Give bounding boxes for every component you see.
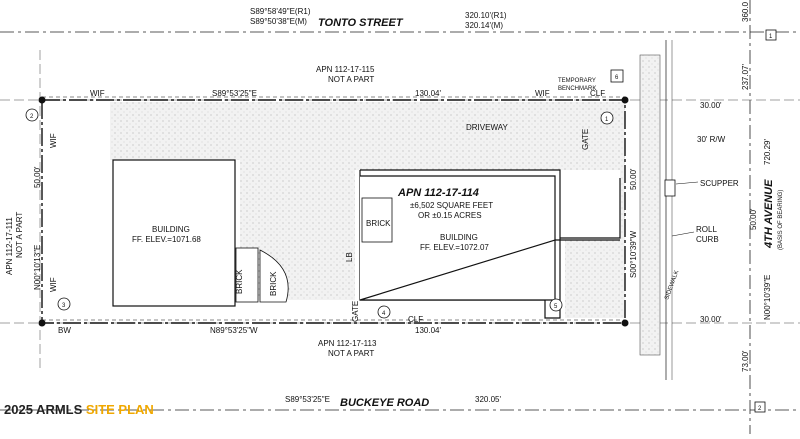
footer-brand: 2025 ARMLS SITE PLAN <box>4 402 154 417</box>
dist-south-road: 320.05' <box>475 395 501 404</box>
brick-wall-west <box>235 247 259 303</box>
driveway-pavement <box>110 102 625 318</box>
bearing-east-road: N00°10'39"E <box>763 275 772 320</box>
roll-curb-1: ROLL <box>696 225 717 234</box>
point-label-2: 2 <box>30 114 34 120</box>
point-bubble-4 <box>377 305 391 319</box>
point-bubble-3 <box>57 297 71 311</box>
subject-area-sqft: ±6,502 SQUARE FEET <box>410 201 493 210</box>
sidewalk-strip <box>639 54 661 356</box>
dist-lot-south: 130.04' <box>415 326 441 335</box>
clf-label-north: CLF <box>590 89 605 98</box>
point-bubble-5 <box>549 298 563 312</box>
point-label-3: 3 <box>62 303 66 309</box>
street-name-south: BUCKEYE ROAD <box>340 397 429 409</box>
footer-site-plan: SITE PLAN <box>85 402 154 417</box>
point-bubble-2 <box>25 108 39 122</box>
vert-50: 50.00' <box>749 208 758 230</box>
sidewalk-label: SIDEWALK <box>664 270 680 301</box>
wif-label-west: WIF <box>49 133 58 148</box>
brick-enclosure-east <box>361 197 393 243</box>
scupper-label: SCUPPER <box>700 179 739 188</box>
point-label-4: 4 <box>382 311 386 317</box>
sheet-ref-top <box>765 29 777 41</box>
scupper-marker <box>664 179 676 197</box>
dist-lot-north: 130.04' <box>415 89 441 98</box>
gate-label-north: GATE <box>581 129 590 150</box>
building-east-label: BUILDING <box>440 233 478 242</box>
roll-curb-2: CURB <box>696 235 719 244</box>
temp-bm-2: BENCHMARK <box>558 86 596 92</box>
clf-label-south: CLF <box>408 315 423 324</box>
bearing-north-m: S89°50'38"E(M) <box>250 17 307 26</box>
footer-prefix: 2025 ARMLS <box>4 402 83 417</box>
bearing-lot-east: S00°10'39"W <box>629 230 638 278</box>
dist-lot-west: 50.00' <box>33 166 42 188</box>
point-bubble-1 <box>600 111 614 125</box>
bearing-south-road: S89°53'25"E <box>285 395 330 404</box>
driveway-label: DRIVEWAY <box>466 123 508 132</box>
rw-top: 30.00' <box>700 101 722 110</box>
dist-north-r1: 320.10'(R1) <box>465 11 507 20</box>
ff-west-label: FF. ELEV.=1071.68 <box>132 235 201 244</box>
gate-label-south: GATE <box>351 301 360 322</box>
subject-area-acres: OR ±0.15 ACRES <box>418 211 482 220</box>
dist-east-top: 360.0 <box>741 1 750 22</box>
west-note: NOT A PART <box>15 212 24 258</box>
lot-boundary <box>41 99 626 324</box>
rw-mid: 30' R/W <box>697 135 726 144</box>
bearing-north-r1: S89°58'49"E(R1) <box>250 7 311 16</box>
bw-label: BW <box>58 326 71 335</box>
north-apn: APN 112-17-115 <box>316 65 375 74</box>
bearing-lot-south: N89°53'25"W <box>210 326 258 335</box>
bearing-lot-north: S89°53'25"E <box>212 89 257 98</box>
south-apn: APN 112-17-113 <box>318 339 377 348</box>
bearing-lot-west: N00°10'13"E <box>33 245 42 290</box>
point-label-5: 5 <box>554 304 558 310</box>
svg-text:2: 2 <box>758 406 762 412</box>
point-label-1: 1 <box>605 117 609 123</box>
brick-planter <box>259 249 289 303</box>
svg-text:1: 1 <box>769 34 773 40</box>
lb-label: LB <box>345 252 354 262</box>
temp-bm-1: TEMPORARY <box>558 78 596 84</box>
wif-label-ne: WIF <box>535 89 550 98</box>
dist-east-upper: 237.07' <box>741 64 750 90</box>
dist-east-lower: 73.00' <box>741 350 750 372</box>
brick-label-west: BRICK <box>235 269 244 294</box>
brick-label-east: BRICK <box>366 219 391 228</box>
corner-point-nw <box>38 96 46 104</box>
corner-point-sw <box>38 319 46 327</box>
street-name-east: 4TH AVENUE <box>763 179 775 249</box>
dist-north-m: 320.14'(M) <box>465 21 503 30</box>
subject-apn: APN 112-17-114 <box>397 187 479 199</box>
dist-east-road: 720.29' <box>763 139 772 165</box>
dist-lot-east: 50.00' <box>629 168 638 190</box>
north-note: NOT A PART <box>328 75 374 84</box>
west-apn: APN 112-17-111 <box>5 217 14 275</box>
sheet-ref-bottom <box>754 401 766 413</box>
wif-label-sw: WIF <box>49 277 58 292</box>
ff-east-label: FF. ELEV.=1072.07 <box>420 243 489 252</box>
brick-label-planter: BRICK <box>269 271 278 296</box>
building-west-label: BUILDING <box>152 225 190 234</box>
point-bubble-6 <box>610 69 624 83</box>
south-note: NOT A PART <box>328 349 374 358</box>
point-label-6: 6 <box>615 75 619 81</box>
building-west <box>112 159 236 307</box>
street-note-east: (BASIS OF BEARING) <box>778 190 784 250</box>
corner-point-ne <box>621 96 629 104</box>
street-name-north: TONTO STREET <box>318 17 404 29</box>
rw-bottom: 30.00' <box>700 315 722 324</box>
wif-label-north: WIF <box>90 89 105 98</box>
corner-point-se <box>621 319 629 327</box>
